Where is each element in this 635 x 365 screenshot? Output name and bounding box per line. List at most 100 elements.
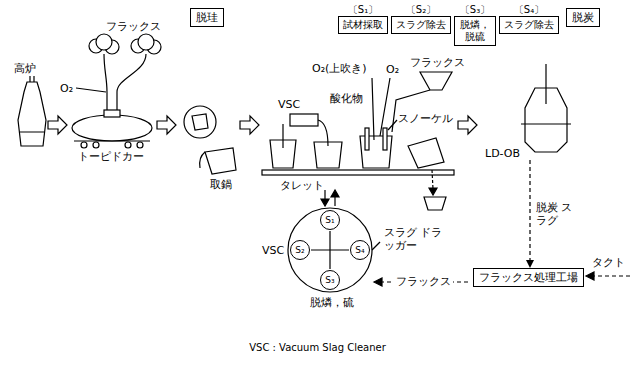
leader-line xyxy=(372,242,380,250)
box-text: フラックス処理工場 xyxy=(479,271,578,284)
step-heading-text: 〔S₄〕 xyxy=(499,4,559,16)
converter-trunnion xyxy=(521,123,571,124)
converter-drawing xyxy=(485,64,575,160)
label: 脱燐，硫 xyxy=(310,296,354,309)
flow-arrow xyxy=(240,116,259,134)
label-text: O₂(上吹き) xyxy=(312,62,367,75)
torpedo-car-mouth xyxy=(104,110,120,117)
label-text: 高炉 xyxy=(14,62,36,75)
label: スノーケル xyxy=(398,112,453,125)
process-box: 脱炭 xyxy=(566,8,600,27)
label-text: スノーケル xyxy=(398,112,453,125)
pour-stream xyxy=(200,152,205,168)
converter: LD-OB xyxy=(485,64,575,160)
station-circle: S₄ xyxy=(350,240,370,260)
step-box: 脱燐， 脱硫 xyxy=(454,16,496,46)
label: トーピドカー xyxy=(78,150,144,163)
step-text: スラグ除去 xyxy=(396,19,446,31)
station-number: S₁ xyxy=(325,216,334,225)
tilting-ladle xyxy=(408,138,444,168)
step-heading-text: 〔S₂〕 xyxy=(391,4,451,16)
wheel xyxy=(81,142,87,148)
station-number: S₃ xyxy=(325,276,334,285)
flux-cloud xyxy=(89,34,161,54)
tilting-station xyxy=(184,106,216,138)
edge-label-text: 脱炭 スラグ xyxy=(536,201,573,227)
label-text: タレット xyxy=(280,179,324,192)
label: 高炉 xyxy=(14,62,36,75)
tact-supply xyxy=(593,275,630,276)
blast-furnace-detail xyxy=(20,76,44,132)
arrow-head xyxy=(586,272,594,280)
vacuum-slag-cleaner xyxy=(290,114,318,126)
snorkel xyxy=(365,128,369,150)
label-text: 酸化物 xyxy=(330,92,363,105)
label: O₂ xyxy=(60,82,73,95)
step-heading: 〔S₃〕 xyxy=(454,4,496,16)
dashed-flow-line xyxy=(529,160,530,261)
station-circle: S₂ xyxy=(290,240,310,260)
step-heading: 〔S₄〕 xyxy=(499,4,559,16)
wheel xyxy=(125,142,131,148)
arrow-head xyxy=(526,260,534,268)
arrow-head xyxy=(429,188,437,195)
process-box: 〔S₄〕スラグ除去 xyxy=(499,4,559,34)
process-box: 〔S₂〕スラグ除去 xyxy=(391,4,451,34)
box-text: 脱珪 xyxy=(196,11,218,24)
label-text: O₂ xyxy=(386,63,399,76)
label: フラックス xyxy=(106,20,161,33)
label-text: フラックス xyxy=(410,56,465,69)
process-box: フラックス処理工場 xyxy=(473,268,584,287)
station-circle: S₃ xyxy=(320,270,340,290)
step-heading-text: 〔S₁〕 xyxy=(338,4,388,16)
process-box: 〔S₃〕脱燐， 脱硫 xyxy=(454,4,496,46)
label-text: O₂ xyxy=(60,82,73,95)
caption: VSC : Vacuum Slag Cleaner xyxy=(0,342,635,354)
label-text: VSC xyxy=(278,98,300,111)
station-circle: S₁ xyxy=(320,210,340,230)
arrow-head xyxy=(374,278,382,286)
label: 取鍋 xyxy=(210,178,232,191)
step-text: 試材採取 xyxy=(343,19,383,31)
slag-flow xyxy=(432,170,433,189)
lance-pipes xyxy=(76,54,146,112)
arrow-head xyxy=(321,199,329,206)
edge-label: 脱炭 スラグ xyxy=(536,201,573,227)
turret-plan xyxy=(288,208,372,292)
flow-arrow xyxy=(157,116,176,134)
torpedo-car-vessel xyxy=(72,115,152,141)
oxygen-lance xyxy=(545,64,546,104)
ladle xyxy=(205,148,236,174)
step-heading: 〔S₂〕 xyxy=(391,4,451,16)
process-box: 〔S₁〕試材採取 xyxy=(338,4,388,34)
label: O₂ xyxy=(386,63,399,76)
step-text: 脱燐， 脱硫 xyxy=(459,19,491,43)
label-text: 取鍋 xyxy=(210,178,232,191)
vsc-hose xyxy=(318,120,328,146)
label-text: フラックス xyxy=(396,275,451,288)
step-heading-text: 〔S₃〕 xyxy=(454,4,496,16)
cloud-puff xyxy=(138,34,154,50)
cloud-puff xyxy=(96,34,112,50)
snorkel xyxy=(383,128,387,150)
torpedo-car-base xyxy=(74,140,150,141)
label: VSC xyxy=(262,244,284,257)
turret-cross xyxy=(311,231,349,269)
process-box: 脱珪 xyxy=(190,8,224,27)
label: フラックス xyxy=(394,275,453,288)
step-text: スラグ除去 xyxy=(504,19,554,31)
wheel xyxy=(93,142,99,148)
tilting-ladle xyxy=(192,114,208,130)
step-box: スラグ除去 xyxy=(391,16,451,34)
connector xyxy=(526,160,534,268)
label: スラグ ドラッガー xyxy=(384,226,443,252)
torpedo-car-wheels xyxy=(81,142,143,148)
box-text: 脱炭 xyxy=(572,11,594,24)
step-heading: 〔S₁〕 xyxy=(338,4,388,16)
flux-hopper xyxy=(420,72,452,90)
label-text: スラグ ドラッガー xyxy=(384,226,443,252)
label-text: タクト xyxy=(592,256,625,269)
flow-arrow xyxy=(48,116,67,134)
label-text: トーピドカー xyxy=(78,150,144,163)
